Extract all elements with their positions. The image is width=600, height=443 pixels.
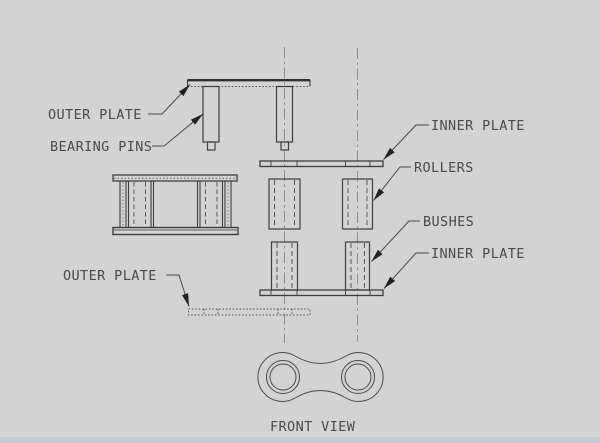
assembled-pin-bush-left (119, 181, 155, 228)
rollers (268, 178, 374, 230)
label-rollers: ROLLERS (414, 160, 474, 176)
leader-inner-plate-top (383, 124, 429, 160)
window-bottom-strip (0, 437, 600, 443)
top-inner-plate (259, 160, 384, 168)
link-hole-outer-left (266, 360, 300, 394)
leader-inner-plate-bottom (383, 252, 429, 289)
roller-left (268, 178, 301, 230)
bushes (270, 241, 371, 291)
leader-outer-plate-top (148, 84, 191, 115)
bearing-pins (202, 85, 294, 151)
labels: OUTER PLATE BEARING PINS INNER PLATE ROL… (48, 107, 525, 435)
link-hole-inner-right (344, 363, 372, 391)
label-inner-plate-bottom: INNER PLATE (431, 246, 525, 262)
assembled-pin-bush-right (196, 181, 232, 228)
label-bushes: BUSHES (423, 214, 474, 230)
leader-outer-plate-bottom (166, 274, 190, 307)
label-bearing-pins: BEARING PINS (50, 139, 152, 155)
leader-bushes (371, 220, 420, 262)
link-hole-inner-left (269, 363, 297, 391)
centerlines (284, 47, 358, 343)
chain-link-front-view (257, 352, 384, 402)
bearing-pin-right (275, 85, 294, 151)
view-caption: FRONT VIEW (270, 419, 356, 435)
label-inner-plate-top: INNER PLATE (431, 118, 525, 134)
assembled-link-view (112, 174, 239, 236)
link-hole-outer-right (341, 360, 375, 394)
top-outer-plate (186, 78, 311, 87)
roller-right (341, 178, 374, 230)
leader-lines (148, 84, 429, 307)
bottom-outer-plate (188, 308, 311, 316)
bottom-inner-plate (259, 289, 384, 297)
label-outer-plate-top: OUTER PLATE (48, 107, 142, 123)
bearing-pin-left (202, 85, 220, 151)
label-outer-plate-bottom: OUTER PLATE (63, 268, 157, 284)
leader-rollers (373, 166, 411, 201)
leader-bearing-pins (152, 113, 204, 147)
